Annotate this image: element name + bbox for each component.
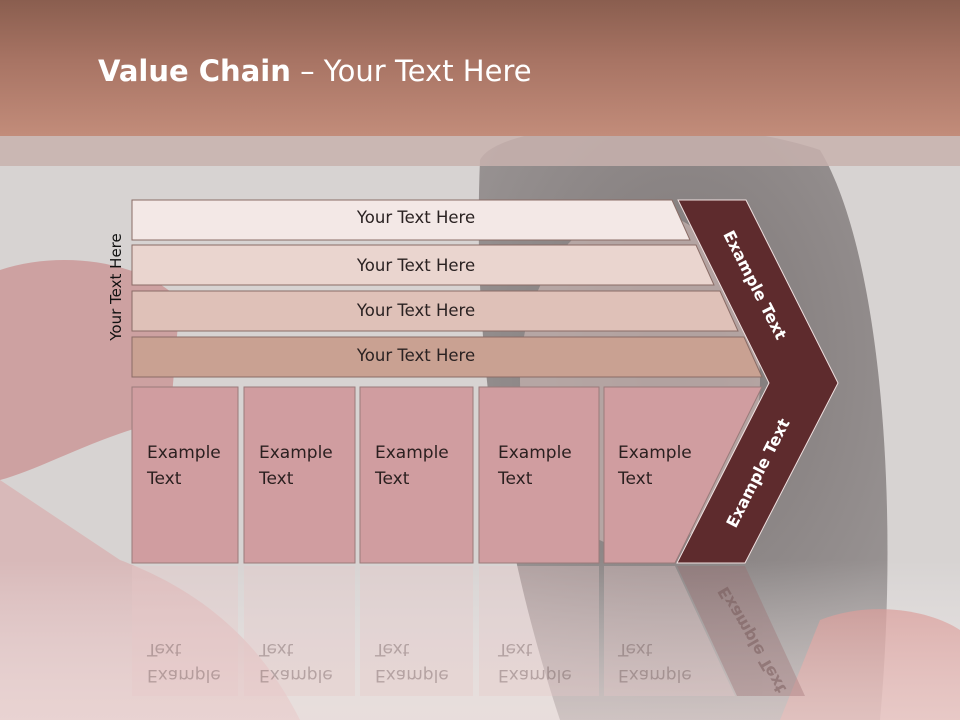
primary-box-2 bbox=[243, 386, 356, 564]
reflection-box-1 bbox=[132, 566, 238, 696]
reflection-box-3-label: Example Text bbox=[375, 636, 449, 688]
header-subband bbox=[0, 136, 960, 166]
primary-box-3-line2: Text bbox=[375, 469, 410, 489]
primary-box-3 bbox=[359, 386, 474, 564]
header-band bbox=[0, 0, 960, 136]
support-row-1 bbox=[131, 199, 691, 241]
reflection-box-4-line2: Text bbox=[498, 639, 533, 659]
primary-box-2-line1: Example bbox=[259, 443, 333, 463]
reflection-box-2-line2: Text bbox=[259, 639, 294, 659]
reflection-box-4-label: Example Text bbox=[498, 636, 572, 688]
title-rest: – Your Text Here bbox=[290, 54, 532, 88]
reflection-box-1-line1: Example bbox=[147, 665, 221, 685]
reflection-box-4 bbox=[479, 566, 599, 696]
primary-box-5-line2: Text bbox=[618, 469, 653, 489]
reflection-box-4-line1: Example bbox=[498, 665, 572, 685]
reflection-box-1-label: Example Text bbox=[147, 636, 221, 688]
reflection-box-2 bbox=[244, 566, 355, 696]
reflection-arrow bbox=[677, 566, 805, 696]
primary-box-3-line1: Example bbox=[375, 443, 449, 463]
support-row-4-label: Your Text Here bbox=[356, 346, 476, 365]
support-row-2 bbox=[131, 244, 715, 286]
title-bold: Value Chain bbox=[98, 54, 291, 88]
primary-box-5-line1: Example bbox=[618, 443, 692, 463]
reflection-box-3 bbox=[360, 566, 473, 696]
primary-box-5 bbox=[603, 386, 763, 564]
support-row-2-label: Your Text Here bbox=[356, 256, 476, 275]
primary-box-1 bbox=[131, 386, 239, 564]
primary-box-4-line1: Example bbox=[498, 443, 572, 463]
primary-box-4-line2: Text bbox=[498, 469, 533, 489]
reflection-box-5-line2: Text bbox=[618, 639, 653, 659]
side-label: Your Text Here bbox=[107, 233, 125, 341]
reflection-box-3-line2: Text bbox=[375, 639, 410, 659]
margin-arrow bbox=[676, 199, 839, 564]
reflection-box-5 bbox=[604, 566, 735, 696]
reflection-box-5-line1: Example bbox=[618, 665, 692, 685]
primary-box-4 bbox=[478, 386, 600, 564]
slide-title: Value Chain – Your Text Here bbox=[98, 54, 532, 88]
support-row-4 bbox=[131, 336, 763, 378]
support-row-3 bbox=[131, 290, 739, 332]
reflection-box-2-line1: Example bbox=[259, 665, 333, 685]
primary-box-1-line2: Text bbox=[147, 469, 182, 489]
reflection-box-5-label: Example Text bbox=[618, 636, 692, 688]
support-row-3-label: Your Text Here bbox=[356, 301, 476, 320]
reflection-box-2-label: Example Text bbox=[259, 636, 333, 688]
primary-box-2-line2: Text bbox=[259, 469, 294, 489]
reflection-box-3-line1: Example bbox=[375, 665, 449, 685]
primary-box-1-line1: Example bbox=[147, 443, 221, 463]
reflection-box-1-line2: Text bbox=[147, 639, 182, 659]
reflection-group bbox=[132, 566, 805, 696]
support-row-1-label: Your Text Here bbox=[356, 208, 476, 227]
